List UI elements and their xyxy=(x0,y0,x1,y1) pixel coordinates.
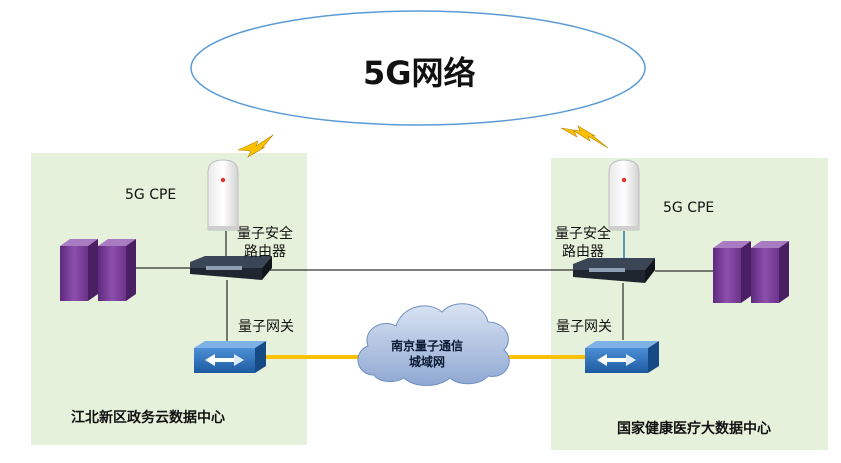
quantum-metro-cloud-icon xyxy=(357,303,510,386)
left-datacenter-name: 江北新区政务云数据中心 xyxy=(71,410,225,426)
right-quantum-gateway-icon xyxy=(585,341,659,373)
right-cpe-label: 5G CPE xyxy=(663,200,715,216)
5g-network-title: 5G网络 xyxy=(363,54,476,92)
right-5g-cpe-icon xyxy=(608,159,640,231)
right-router-label: 量子安全 路由器 xyxy=(555,226,611,260)
right-gateway-label: 量子网关 xyxy=(556,319,612,335)
left-gateway-label: 量子网关 xyxy=(238,319,294,335)
left-wireless-bolt-icon xyxy=(237,134,274,158)
metro-network-label: 南京量子通信 城域网 xyxy=(391,339,464,369)
left-5g-cpe-icon xyxy=(207,159,239,231)
right-server-rack-icon xyxy=(713,241,789,303)
right-wireless-bolt-icon xyxy=(560,125,609,149)
left-quantum-router-icon xyxy=(190,256,272,280)
left-server-rack-icon xyxy=(60,239,136,301)
5g-network-ellipse xyxy=(190,10,646,126)
right-datacenter-zone xyxy=(551,158,828,450)
left-quantum-gateway-icon xyxy=(194,341,266,373)
right-datacenter-name: 国家健康医疗大数据中心 xyxy=(617,421,771,437)
right-quantum-router-icon xyxy=(573,258,655,283)
left-cpe-label: 5G CPE xyxy=(125,187,177,203)
left-router-label: 量子安全 路由器 xyxy=(237,226,293,260)
